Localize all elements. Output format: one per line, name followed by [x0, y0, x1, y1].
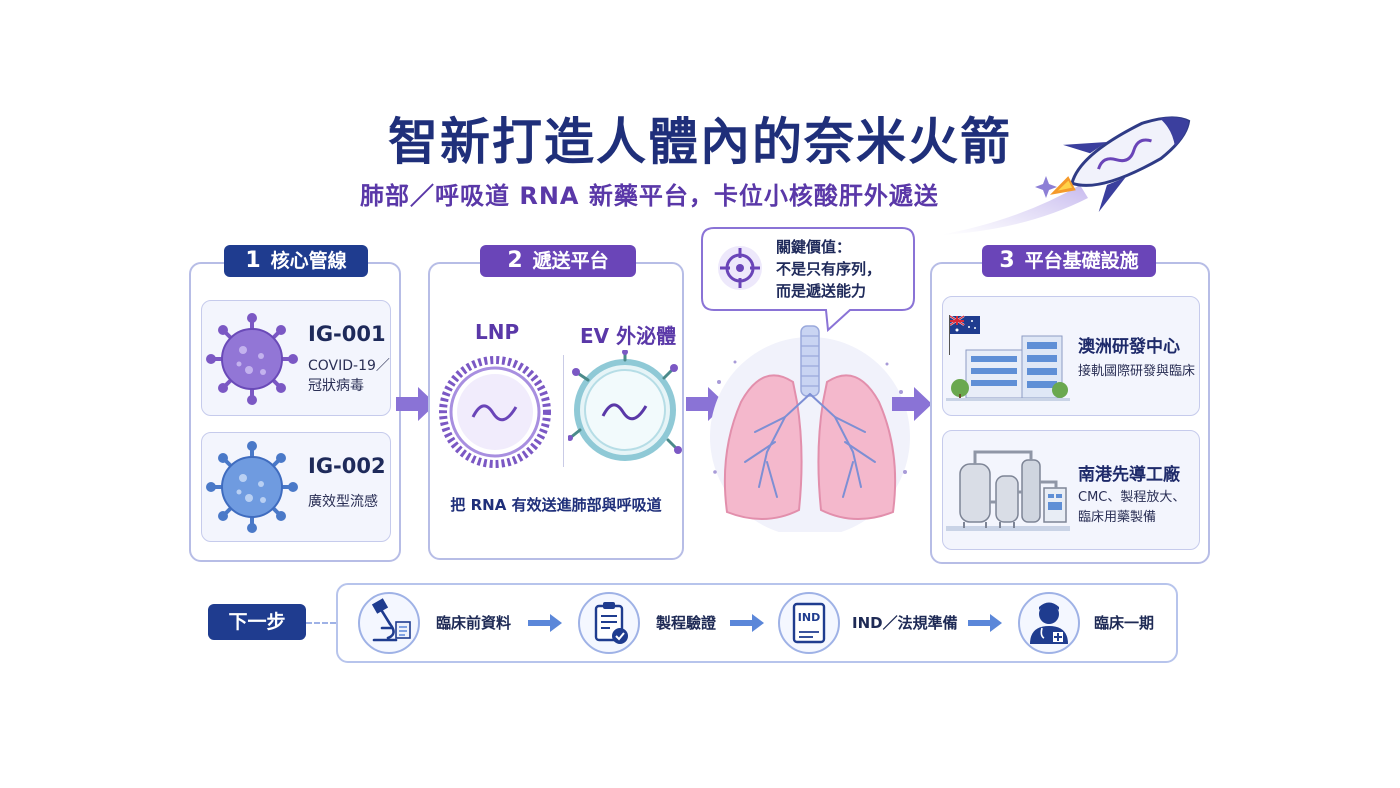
target-icon — [718, 246, 762, 290]
lnp-particle-icon — [439, 356, 551, 468]
key-value-line1: 關鍵價值： — [776, 238, 852, 256]
step-arrow-1 — [528, 614, 562, 632]
step-2-label: 製程驗證 — [656, 614, 717, 632]
delivery-divider — [563, 355, 564, 467]
research-building-icon — [946, 315, 1070, 401]
lnp-label: LNP — [475, 320, 520, 344]
ev-label: EV 外泌體 — [580, 324, 677, 348]
step-3-circle — [778, 592, 840, 654]
step-4-circle — [1018, 592, 1080, 654]
key-value-text: 關鍵價值： 不是只有序列， 而是遞送能力 — [776, 236, 881, 302]
flow-arrow-1 — [396, 387, 436, 421]
delivery-label: 遞送平台 — [532, 250, 609, 272]
ig002-code: IG-002 — [308, 454, 386, 478]
step-3-label: IND／法規準備 — [852, 614, 958, 632]
pipeline-badge: 1 核心管線 — [224, 245, 368, 277]
influenza-virus-icon — [206, 441, 298, 533]
step-4-label: 臨床一期 — [1094, 614, 1155, 632]
infrastructure-number: 3 — [999, 248, 1015, 273]
microscope-icon — [371, 598, 411, 642]
flow-arrow-3 — [892, 387, 932, 421]
rocket-icon — [940, 116, 1191, 235]
step-2-circle — [578, 592, 640, 654]
infrastructure-badge: 3 平台基礎設施 — [982, 245, 1156, 277]
lungs-icon — [710, 325, 910, 532]
step-1-label: 臨床前資料 — [436, 614, 512, 632]
pilot-plant-icon — [946, 450, 1070, 531]
delivery-badge: 2 遞送平台 — [480, 245, 636, 277]
ig002-desc-line1: 廣效型流感 — [308, 494, 378, 510]
key-value-line3: 而是遞送能力 — [776, 282, 867, 300]
nangang-plant-desc-line2: 臨床用藥製備 — [1078, 510, 1157, 525]
doctor-icon — [1030, 602, 1068, 644]
delivery-caption: 把 RNA 有效送進肺部與呼吸道 — [450, 496, 662, 514]
pipeline-number: 1 — [245, 248, 261, 273]
ind-document-icon — [792, 602, 826, 644]
nangang-plant-title: 南港先導工廠 — [1078, 465, 1180, 485]
exosome-particle-icon — [568, 350, 682, 461]
nangang-plant-desc-line1: CMC、製程放大、 — [1078, 490, 1186, 505]
step-arrow-3 — [968, 614, 1002, 632]
delivery-number: 2 — [507, 248, 523, 273]
page-title: 智新打造人體內的奈米火箭 — [388, 113, 1012, 171]
next-step-connector — [306, 622, 336, 624]
ig001-desc-line1: COVID-19／ — [308, 358, 390, 374]
page-subtitle: 肺部／呼吸道 RNA 新藥平台，卡位小核酸肝外遞送 — [360, 182, 939, 210]
australia-center-title: 澳洲研發中心 — [1078, 337, 1180, 357]
pipeline-label: 核心管線 — [270, 250, 347, 272]
next-step-badge: 下一步 — [208, 604, 306, 640]
ind-icon-text: IND — [797, 611, 821, 624]
clipboard-check-icon — [594, 602, 628, 644]
ig001-desc-line2: 冠狀病毒 — [308, 378, 364, 394]
key-value-line2: 不是只有序列， — [776, 260, 882, 278]
infrastructure-label: 平台基礎設施 — [1024, 250, 1139, 272]
australia-center-desc: 接軌國際研發與臨床 — [1078, 364, 1196, 379]
ig001-code: IG-001 — [308, 322, 386, 346]
step-1-circle — [358, 592, 420, 654]
step-arrow-2 — [730, 614, 764, 632]
coronavirus-icon — [206, 313, 298, 405]
